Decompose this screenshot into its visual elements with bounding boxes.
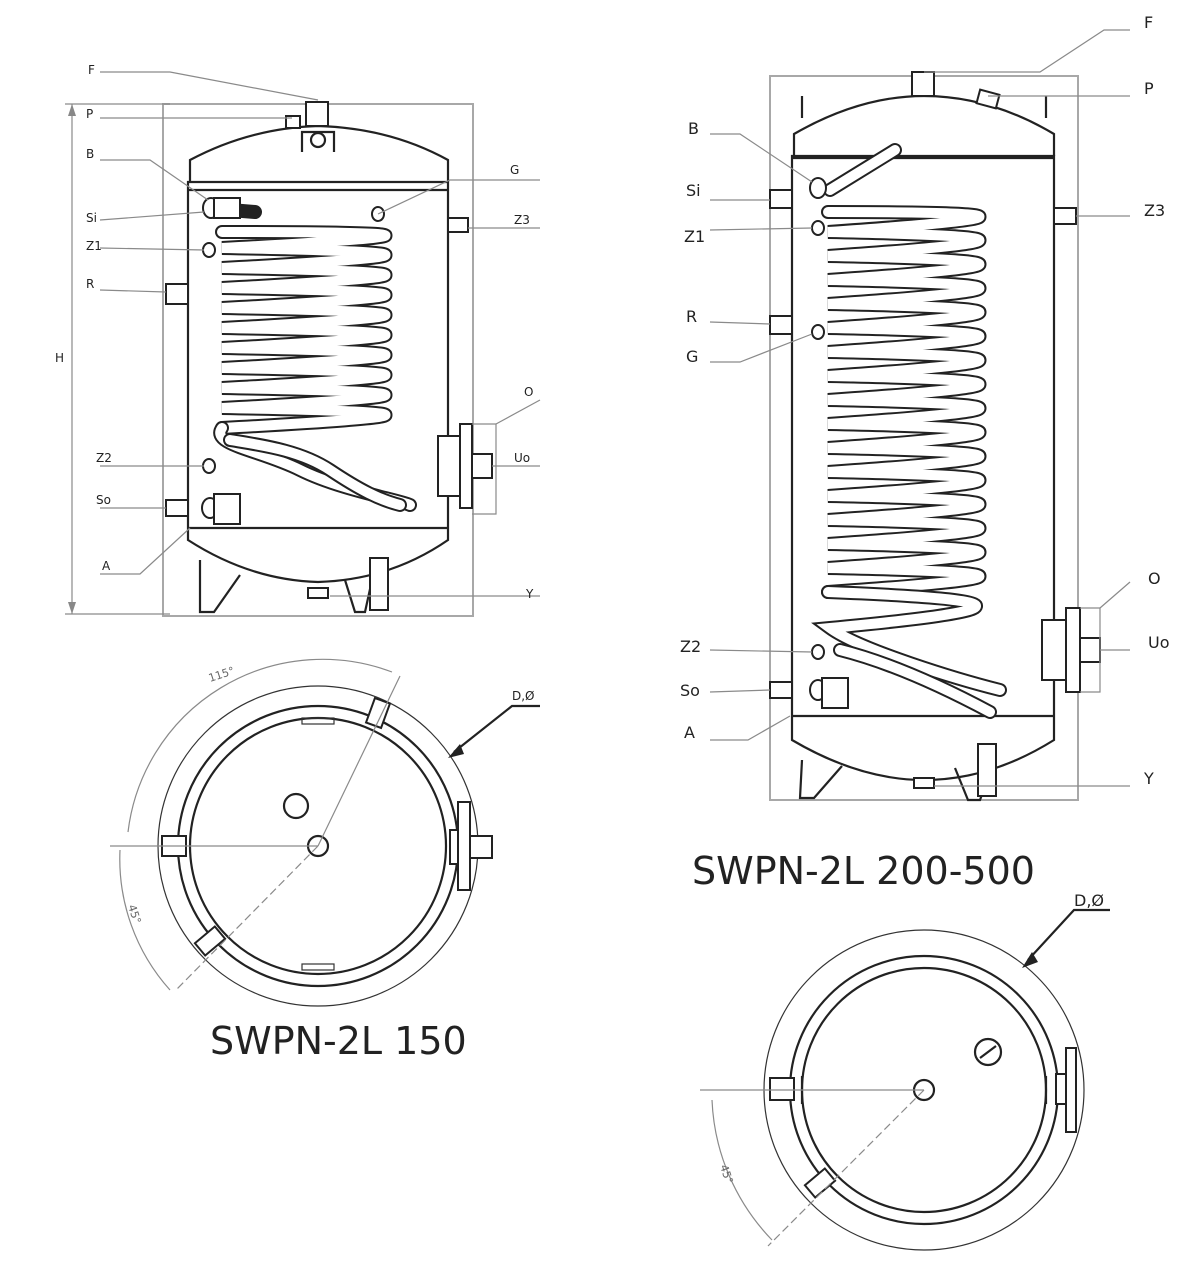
right-label-p: P (1144, 79, 1154, 98)
left-label-z2: Z2 (96, 451, 112, 465)
right-label-si: Si (686, 181, 701, 200)
right-label-z1: Z1 (684, 227, 705, 246)
left-top-view: 115° 45° D,Ø (110, 658, 540, 1007)
right-label-z3: Z3 (1144, 201, 1165, 220)
left-label-y: Y (525, 587, 534, 601)
left-shell (186, 180, 450, 584)
right-heating-coil (811, 143, 1007, 719)
left-label-g: G (510, 163, 519, 177)
left-h-label: H (55, 351, 64, 365)
right-label-z2: Z2 (680, 637, 701, 656)
right-diameter-label: D,Ø (1074, 891, 1104, 910)
right-label-y: Y (1143, 769, 1154, 788)
right-label-uo: Uo (1148, 633, 1170, 652)
left-label-f: F (88, 63, 95, 77)
right-label-g: G (686, 347, 698, 366)
left-flange-f (309, 131, 327, 149)
right-label-f: F (1144, 13, 1153, 32)
right-top-view: 45° D,Ø (700, 891, 1110, 1251)
left-label-si: Si (86, 211, 97, 225)
left-top-dome (188, 124, 450, 182)
left-label-o: O (524, 385, 533, 399)
right-tank-elevation: F P B Si Z1 Z3 R G O Uo Z2 So A Y (680, 13, 1170, 802)
left-label-a: A (102, 559, 111, 573)
left-label-z1: Z1 (86, 239, 102, 253)
left-leader-lines (99, 71, 541, 597)
right-label-r: R (686, 307, 697, 326)
left-label-b: B (86, 147, 94, 161)
left-label-z3: Z3 (514, 213, 530, 227)
right-label-b: B (688, 119, 699, 138)
right-label-so: So (680, 681, 700, 700)
left-label-p: P (86, 107, 93, 121)
right-top-dome (792, 94, 1056, 156)
left-label-uo: Uo (514, 451, 530, 465)
right-leader-lines (709, 29, 1131, 787)
left-label-r: R (86, 277, 94, 291)
left-label-so: So (96, 493, 111, 507)
left-heating-coil (213, 203, 417, 512)
left-angle-45: 45° (125, 903, 143, 926)
right-label-o: O (1148, 569, 1161, 588)
right-label-a: A (684, 723, 695, 742)
left-title: SWPN-2L 150 (210, 1019, 467, 1063)
right-angle-45: 45° (717, 1163, 735, 1186)
right-title: SWPN-2L 200-500 (692, 849, 1035, 893)
left-diameter-label: D,Ø (512, 689, 535, 703)
left-tank-elevation: H (55, 63, 541, 617)
